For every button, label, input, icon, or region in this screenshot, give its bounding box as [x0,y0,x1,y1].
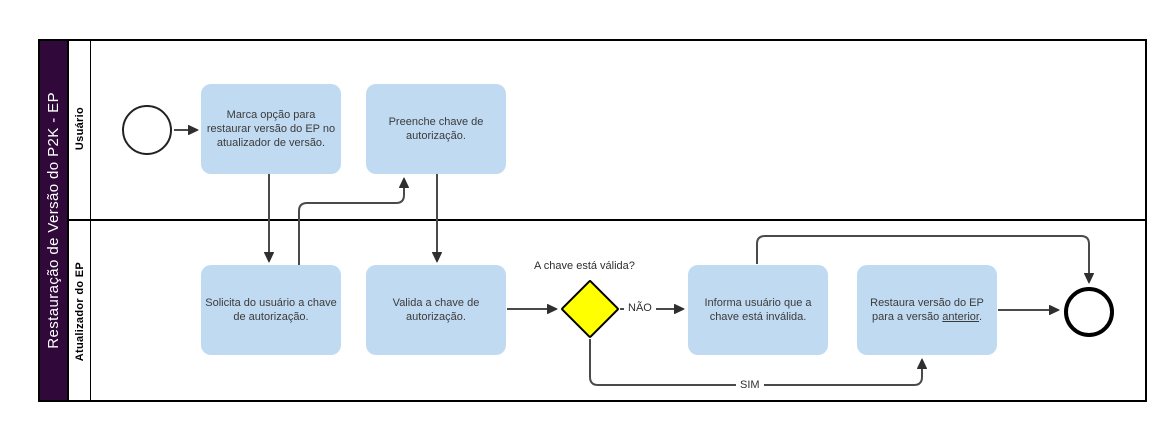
task-valida-chave: Valida a chave de autorização. [366,265,506,355]
task-valida-chave-label: Valida a chave de autorização. [392,296,480,323]
task-restaura-versao: Restaura versão do EP para a versão ante… [857,265,997,355]
end-event-circle [1064,287,1114,337]
start-event-circle [122,105,172,155]
pool-title-bar: Restauração de Versão do P2K - EP [38,39,69,402]
lane-label-column-divider [90,39,91,402]
edge-informa-to-end [756,235,1094,284]
lane-divider [69,219,1147,221]
task-preenche-chave: Preenche chave de autorização. [366,84,506,174]
task-solicita-chave-label: Solicita do usuário a chave de autorizaç… [205,296,337,323]
edge-solicita-to-preenche [298,177,409,265]
task-informa-invalida-label: Informa usuário que a chave está inválid… [704,296,812,323]
task-informa-invalida: Informa usuário que a chave está inválid… [688,265,828,355]
edge-label-sim: SIM [736,378,764,392]
gateway-question-label: A chave está válida? [534,260,635,272]
task-restaura-versao-label: Restaura versão do EP para a versão ante… [870,296,984,323]
task-marca-opcao-label: Marca opção para restaurar versão do EP … [206,108,336,150]
task-preenche-chave-label: Preenche chave de autorização. [388,115,484,142]
task-solicita-chave: Solicita do usuário a chave de autorizaç… [201,265,341,355]
edge-label-nao: NÃO [624,301,656,315]
task-marca-opcao: Marca opção para restaurar versão do EP … [201,84,341,174]
